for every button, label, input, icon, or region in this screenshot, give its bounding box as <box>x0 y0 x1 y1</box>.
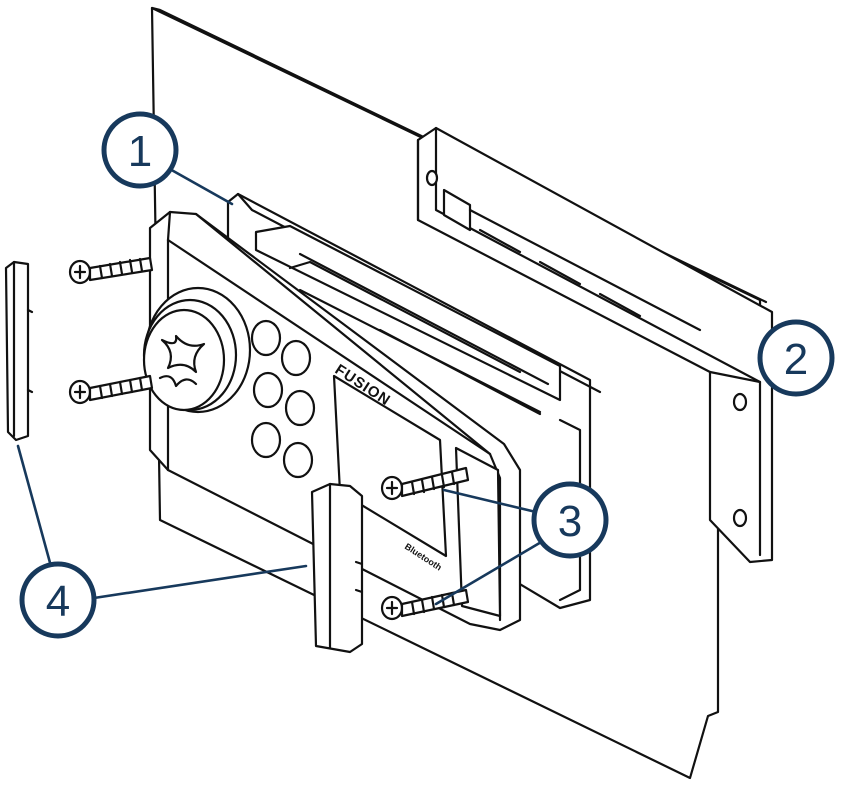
screw-bottom-right <box>380 588 470 621</box>
screw-top-right <box>380 466 470 501</box>
leader-1 <box>166 166 234 206</box>
callout-4: 4 <box>19 561 97 639</box>
svg-text:4: 4 <box>46 577 70 626</box>
button-5 <box>250 421 282 459</box>
svg-text:3: 3 <box>558 497 582 546</box>
trim-cap-left <box>4 260 34 442</box>
callout-2: 2 <box>757 319 835 397</box>
button-2 <box>280 339 312 377</box>
button-3 <box>252 371 284 409</box>
button-grid <box>250 319 316 479</box>
screw-top-left <box>68 256 154 285</box>
svg-text:1: 1 <box>128 127 152 176</box>
leader-4b <box>92 564 308 600</box>
callout-3: 3 <box>531 481 609 559</box>
leader-4a <box>16 444 54 572</box>
button-4 <box>284 389 316 427</box>
callout-leaders <box>16 166 550 606</box>
screw-bottom-left <box>68 374 154 405</box>
button-1 <box>250 319 282 357</box>
callout-1: 1 <box>101 111 179 189</box>
rotary-knob <box>142 286 252 414</box>
svg-text:2: 2 <box>784 335 808 384</box>
trim-cap-right <box>310 482 364 654</box>
leader-3a <box>442 488 538 514</box>
rear-mounting-bracket <box>416 126 774 564</box>
leader-3b <box>434 536 550 606</box>
button-6 <box>282 441 314 479</box>
